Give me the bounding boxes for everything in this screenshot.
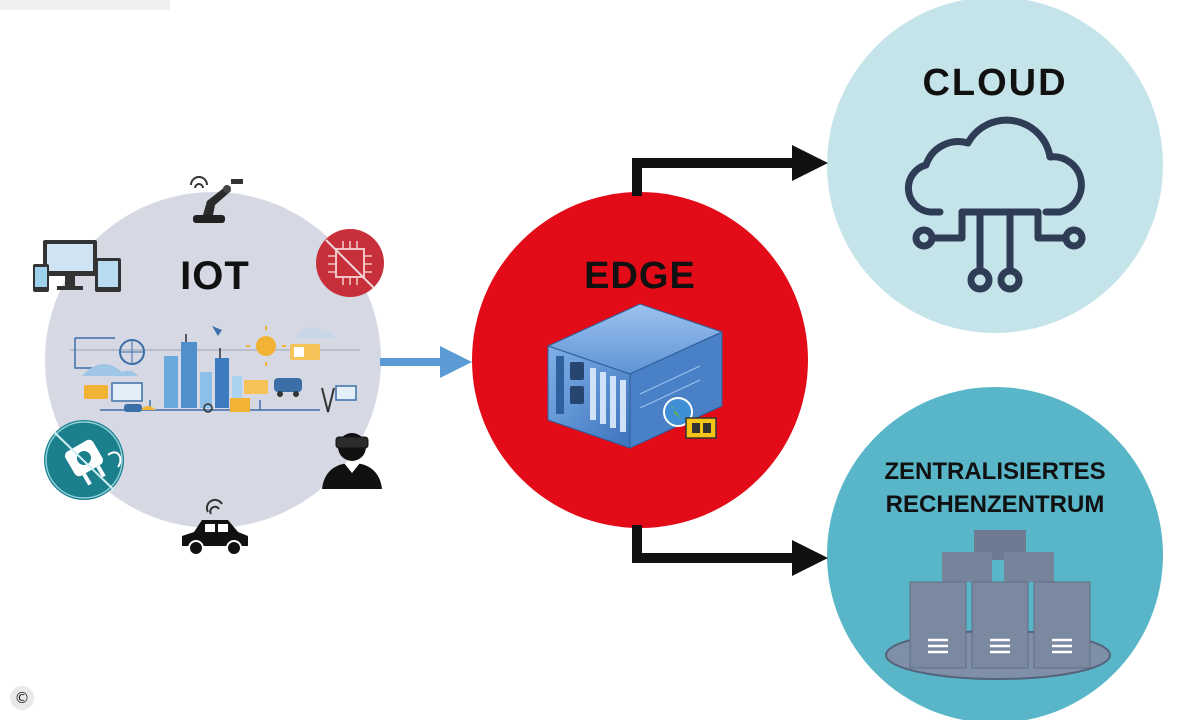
cloud-node <box>827 0 1163 333</box>
arrow-edge-to-cloud <box>632 145 828 196</box>
smart-city-icon <box>70 326 360 413</box>
cloud-network-icon <box>904 116 1086 293</box>
datacenter-label-line1: ZENTRALISIERTES <box>884 458 1106 485</box>
devices-icon <box>33 240 121 292</box>
datacenter-label-line2: RECHENZENTRUM <box>885 491 1105 518</box>
cloud-label: CLOUD <box>922 62 1068 104</box>
top-strip <box>0 0 170 10</box>
vr-user-icon <box>322 433 382 489</box>
film-icon <box>685 417 717 439</box>
gear-plug-icon <box>44 420 124 500</box>
globe-icon <box>663 397 693 427</box>
arrow-edge-to-datacenter <box>632 525 828 576</box>
edge-label: EDGE <box>584 255 696 297</box>
copyright-badge: © <box>10 686 34 710</box>
arrow-iot-to-edge <box>380 346 472 378</box>
connected-car-icon <box>182 498 248 556</box>
robot-arm-icon <box>190 176 243 223</box>
server-rack-icon <box>546 303 724 449</box>
iot-node <box>45 192 381 528</box>
ai-chip-icon <box>316 229 384 297</box>
server-stack-icon <box>885 530 1111 680</box>
iot-label: IOT <box>180 254 250 298</box>
datacenter-label: ZENTRALISIERTES RECHENZENTRUM <box>855 455 1135 521</box>
